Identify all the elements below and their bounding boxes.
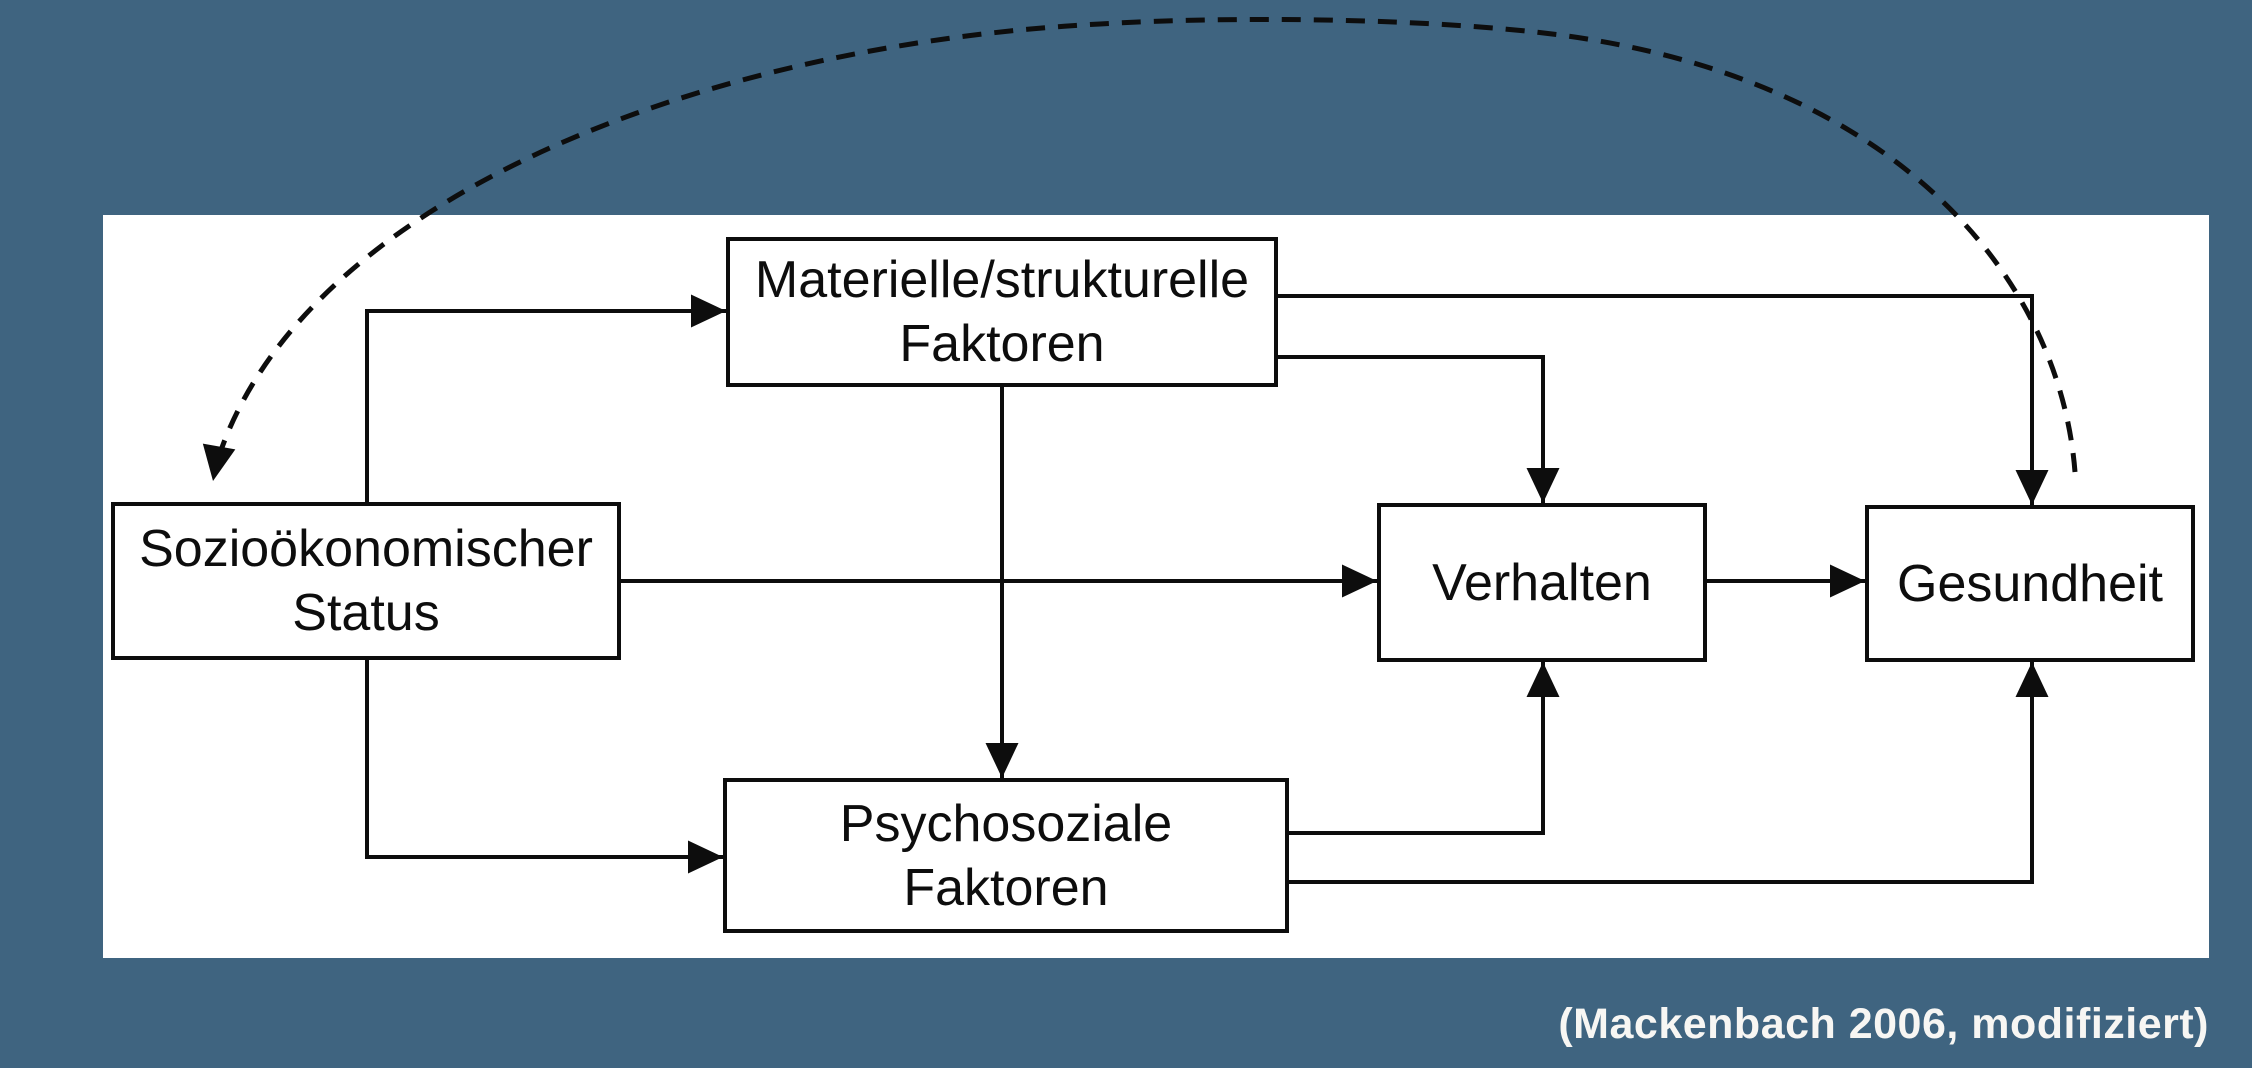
source-caption: (Mackenbach 2006, modifiziert) <box>1558 1000 2209 1048</box>
node-gesundheit: Gesundheit <box>1865 505 2195 662</box>
node-materielle-strukturelle-faktoren-label: Materielle/strukturelle Faktoren <box>754 251 1250 373</box>
node-verhalten-label: Verhalten <box>1432 553 1652 612</box>
node-materielle-strukturelle-faktoren: Materielle/strukturelle Faktoren <box>726 237 1278 387</box>
node-gesundheit-label: Gesundheit <box>1897 554 2163 613</box>
node-psychosoziale-faktoren-label: Psychosoziale Faktoren <box>839 794 1173 917</box>
node-soziooekonomischer-status: Sozioökonomischer Status <box>111 502 621 660</box>
node-verhalten: Verhalten <box>1377 503 1707 662</box>
node-psychosoziale-faktoren: Psychosoziale Faktoren <box>723 778 1289 933</box>
node-soziooekonomischer-status-label: Sozioökonomischer Status <box>139 520 593 642</box>
